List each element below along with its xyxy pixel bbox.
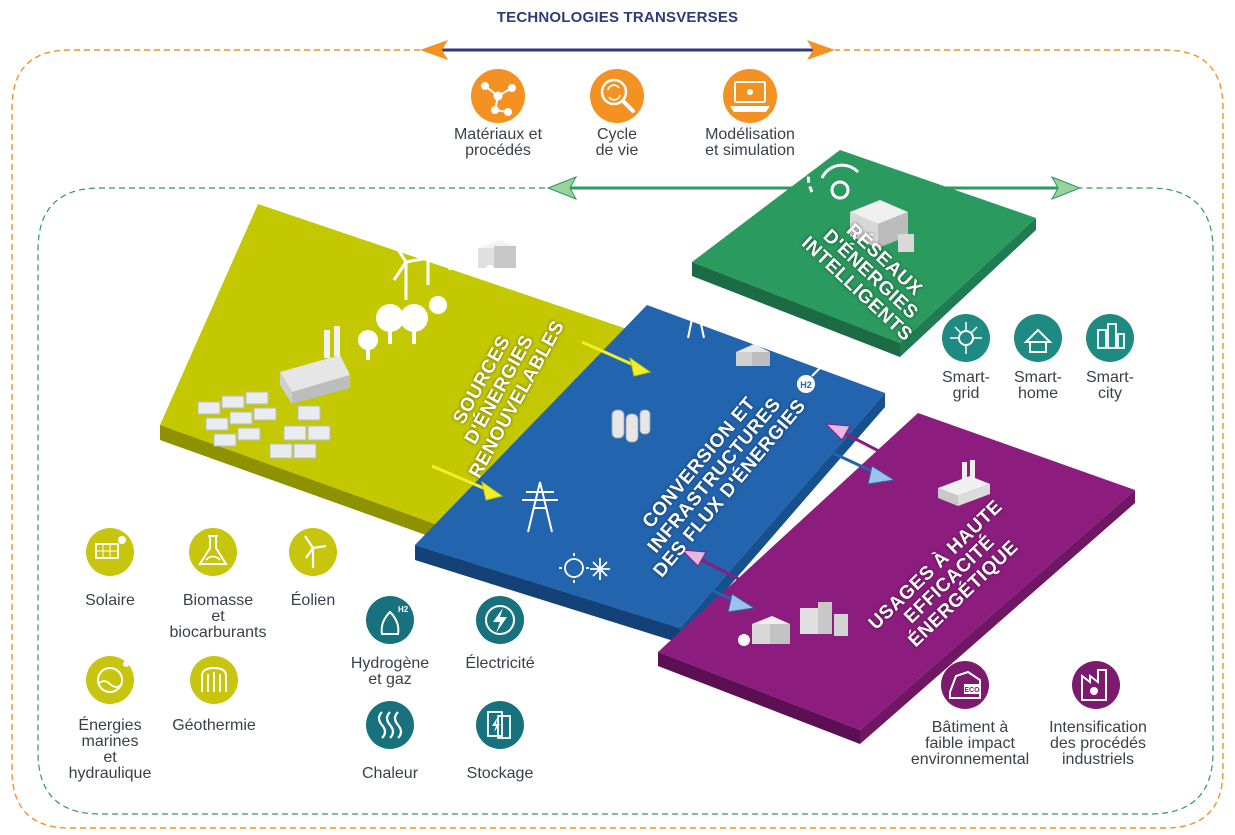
- label-smart-city: Smart-city: [1086, 369, 1134, 402]
- svg-text:ECO: ECO: [964, 687, 980, 694]
- plate-conversion: [415, 305, 885, 643]
- plate-networks: [692, 150, 1036, 357]
- smart-grid-icon: [942, 314, 990, 362]
- transverse-technologies-title: TECHNOLOGIES TRANSVERSES: [496, 9, 739, 26]
- buildings-illustration: [478, 240, 516, 275]
- factory-illustration: [280, 326, 350, 404]
- boxes-illustration: [736, 344, 770, 366]
- wifi-signal-illustration: [806, 143, 868, 200]
- hydrogen-molecule-illustration: H2: [797, 365, 823, 393]
- plate-usages: [658, 413, 1135, 744]
- molecule-icon: [471, 69, 525, 123]
- solar-panel-icon: [86, 528, 134, 576]
- label-geothermal: Géothermie: [172, 717, 256, 734]
- wind-turbine-icon: [289, 528, 337, 576]
- computer-icon: [723, 69, 777, 123]
- transverse-double-arrow: [420, 40, 835, 60]
- label-electricity: Électricité: [465, 655, 535, 672]
- wind-turbines-illustration: [390, 221, 467, 300]
- arrow-conversion-to-usages-bottom: [679, 574, 756, 613]
- arrow-renewables-to-conversion-bottom: [431, 464, 504, 501]
- trees-illustration: [358, 296, 447, 360]
- label-storage: Stockage: [466, 765, 534, 782]
- houses-illustration: [738, 602, 848, 646]
- label-smart-grid: Smart-grid: [942, 369, 990, 402]
- arrow-usages-to-conversion-top: [824, 423, 901, 464]
- smart-city-icon: [1086, 314, 1134, 362]
- factory-small-illustration: [938, 460, 990, 506]
- eco-building-icon: ECO: [941, 661, 989, 709]
- label-solar: Solaire: [85, 592, 135, 609]
- factory-gear-icon: [1072, 661, 1120, 709]
- smart-home-icon: [1014, 314, 1062, 362]
- svg-text:H2: H2: [800, 380, 812, 390]
- svg-text:H2: H2: [398, 605, 409, 614]
- arrow-conversion-to-usages-top: [821, 446, 896, 485]
- label-smart-home: Smart-home: [1014, 369, 1062, 402]
- arrow-renewables-to-conversion-top: [581, 340, 652, 377]
- label-heat: Chaleur: [361, 765, 419, 782]
- label-wind: Éolien: [290, 592, 336, 609]
- battery-icon: [476, 701, 524, 749]
- smart-network-frame: [37, 187, 1214, 815]
- geothermal-icon: [190, 656, 238, 704]
- biomass-flask-icon: [189, 528, 237, 576]
- recycle-magnifier-icon: [590, 69, 644, 123]
- pylon-illustration: [522, 299, 710, 533]
- data-center-illustration: [850, 200, 914, 252]
- storage-tanks-illustration: [611, 409, 651, 443]
- arrow-usages-to-conversion-bottom: [680, 549, 757, 590]
- sun-snowflake-illustration: [559, 553, 610, 583]
- heat-waves-icon: [366, 701, 414, 749]
- hydrogen-icon: H2: [366, 596, 414, 644]
- marine-energy-icon: [86, 656, 134, 704]
- transverse-frame: [11, 49, 1224, 829]
- lightning-icon: [476, 596, 524, 644]
- solar-panels-illustration: [197, 391, 331, 459]
